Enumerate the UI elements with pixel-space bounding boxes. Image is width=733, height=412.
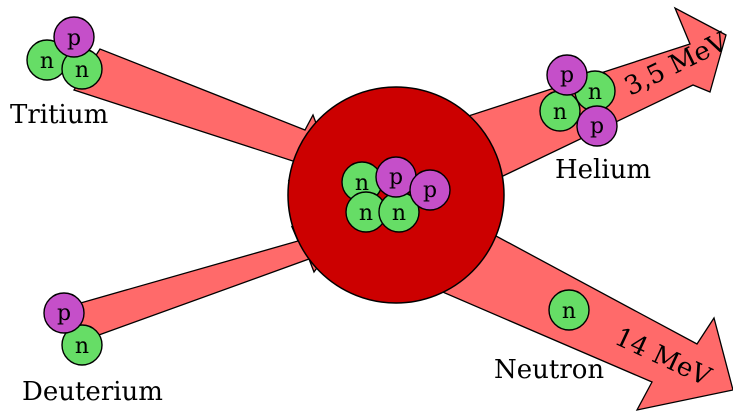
helium-label: Helium: [555, 155, 651, 185]
proton-symbol: p: [423, 178, 437, 203]
neutron-particle: [548, 289, 590, 331]
proton-particle: [43, 292, 85, 334]
proton-symbol: p: [67, 26, 81, 51]
neutron-symbol: n: [75, 58, 89, 83]
proton-symbol: p: [590, 114, 604, 139]
tritium-nucleus: n n p: [26, 16, 103, 90]
helium-nucleus: n n p p: [539, 54, 618, 147]
proton-particle: [53, 16, 95, 58]
neutron-symbol: n: [355, 171, 369, 196]
proton-symbol: p: [560, 63, 574, 88]
neutron-symbol: n: [562, 299, 576, 324]
center-nucleons: n n n p p: [341, 156, 451, 233]
deuterium-nucleus: n p: [43, 292, 103, 366]
neutron-symbol: n: [40, 49, 54, 74]
free-neutron: n: [548, 289, 590, 331]
proton-particle: [409, 169, 451, 211]
deuterium-arrow: [69, 225, 336, 341]
tritium-arrow: [73, 48, 330, 182]
neutron-symbol: n: [588, 80, 602, 105]
neutron-particle: [61, 324, 103, 366]
tritium-label: Tritium: [10, 100, 108, 130]
proton-particle: [546, 54, 588, 96]
neutron-label: Neutron: [494, 355, 604, 385]
proton-symbol: p: [57, 301, 71, 326]
deuterium-label: Deuterium: [22, 377, 163, 407]
proton-particle: [576, 105, 618, 147]
neutron-symbol: n: [553, 100, 567, 125]
neutron-symbol: n: [359, 201, 373, 226]
neutron-symbol: n: [75, 334, 89, 359]
proton-symbol: p: [389, 165, 403, 190]
neutron-symbol: n: [392, 201, 406, 226]
